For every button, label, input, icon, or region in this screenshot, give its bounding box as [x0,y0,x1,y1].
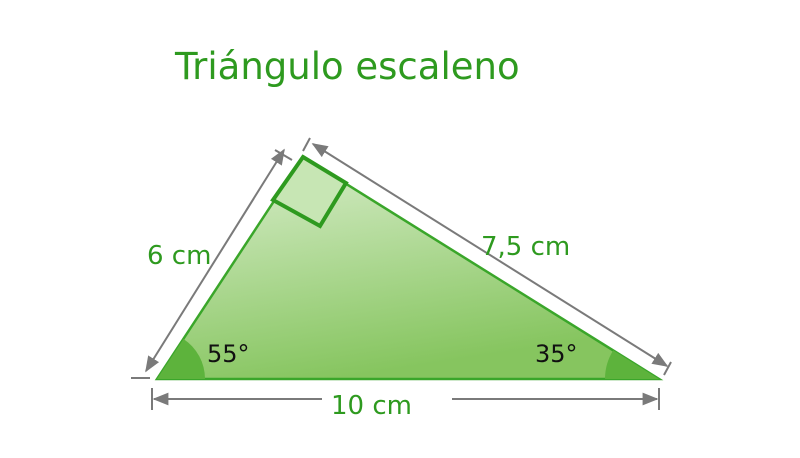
dimension-tick-right-top [302,137,311,152]
dimension-line-left [145,148,285,373]
dimension-tick-left-top [274,149,293,161]
angle-label-right: 35° [535,340,578,368]
right-angle-arc [605,350,659,379]
side-label-base: 10 cm [331,391,412,421]
dimension-line-right [311,143,669,367]
dimension-tick-right-bottom [663,361,672,376]
angle-label-left: 55° [207,340,250,368]
side-label-left: 6 cm [147,241,211,271]
side-label-right: 7,5 cm [481,232,570,262]
diagram-title: Triángulo escaleno [174,45,520,88]
